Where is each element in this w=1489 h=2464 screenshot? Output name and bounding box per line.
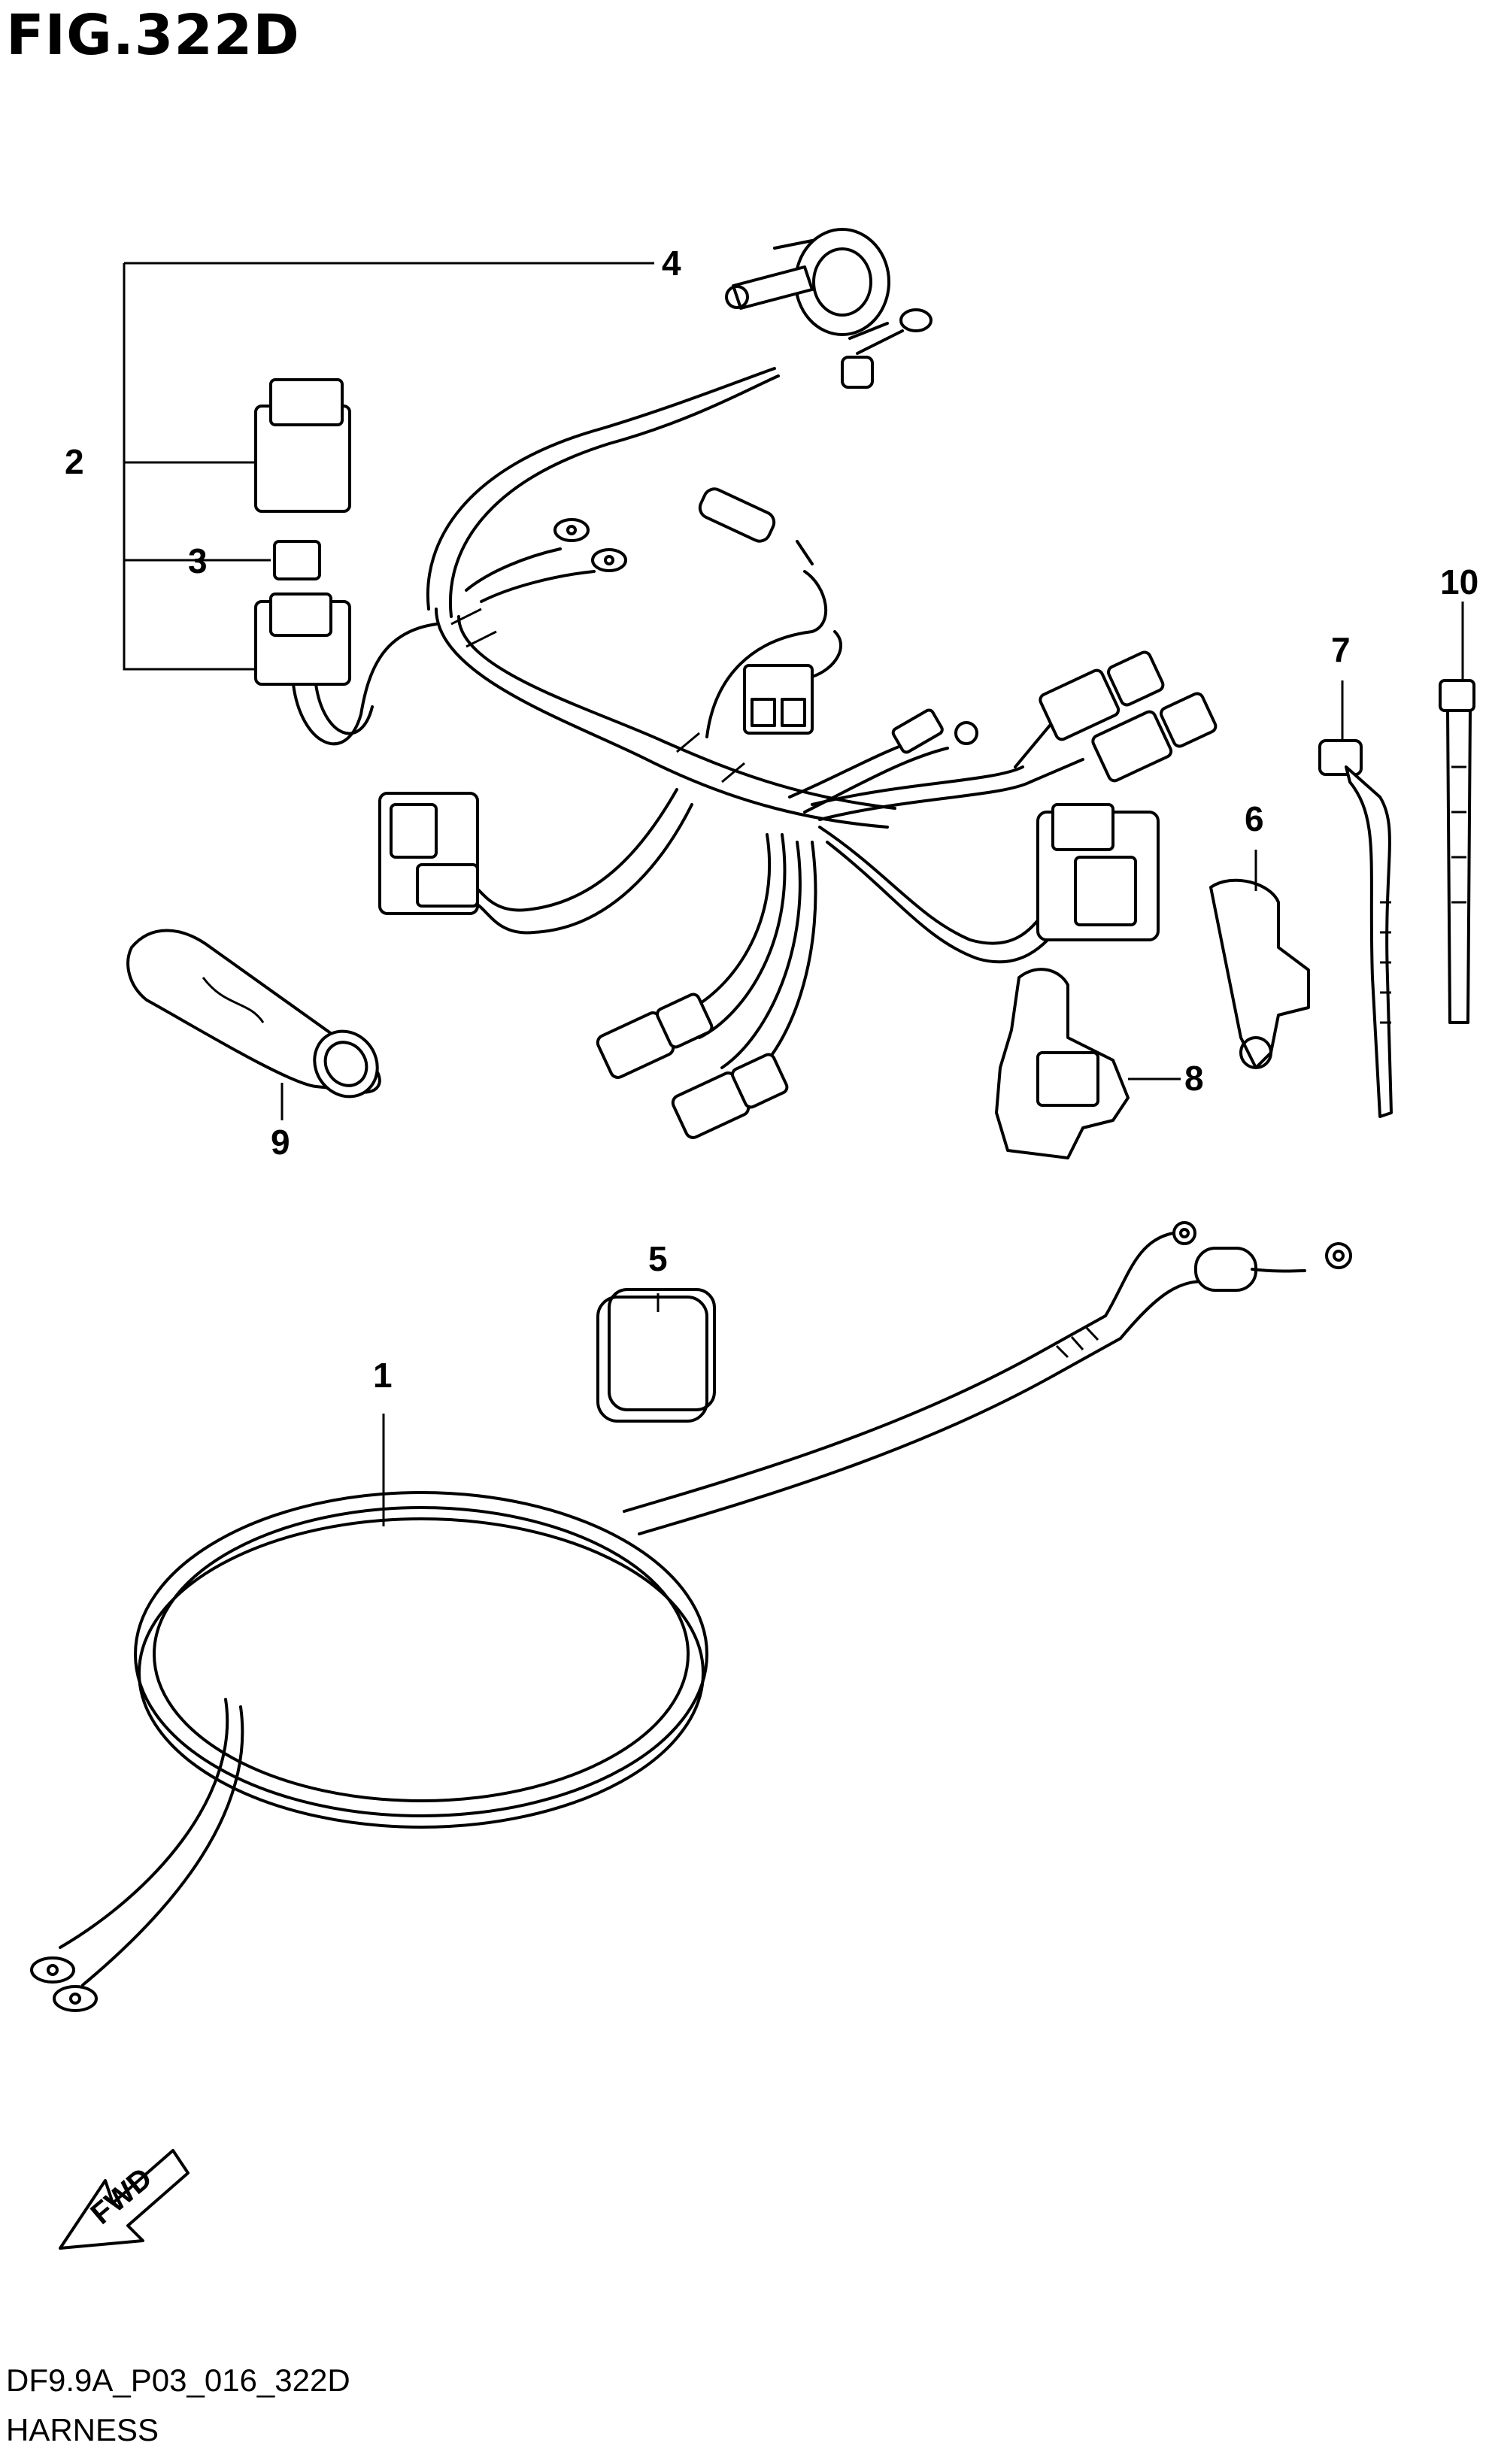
callout-8: 8 xyxy=(1184,1059,1204,1098)
callout-9: 9 xyxy=(271,1123,290,1162)
fwd-arrow-icon: FWD xyxy=(59,2149,190,2250)
part-6-clamp xyxy=(1209,878,1310,1069)
part-2-relay-group xyxy=(123,262,654,746)
callout-1: 1 xyxy=(373,1356,393,1395)
callout-6: 6 xyxy=(1245,799,1264,838)
part-1-main-harness xyxy=(30,1221,1352,2012)
part-7-cable-tie xyxy=(1318,739,1393,1118)
callout-7: 7 xyxy=(1331,630,1351,669)
part-8-holder xyxy=(995,968,1130,1159)
figure-name: HARNESS xyxy=(6,2412,159,2447)
engine-harness xyxy=(378,308,1218,1139)
callout-4: 4 xyxy=(662,244,681,283)
figure-code: DF9.9A_P03_016_322D xyxy=(6,2362,350,2398)
part-9-tube xyxy=(126,929,381,1099)
callout-10: 10 xyxy=(1440,562,1478,602)
callout-5: 5 xyxy=(648,1239,668,1278)
part-10-cable-tie xyxy=(1439,679,1475,1024)
callout-3: 3 xyxy=(188,541,208,580)
leader-lines xyxy=(281,602,1464,1526)
callout-2: 2 xyxy=(65,442,84,481)
part-5-grommet-pad xyxy=(596,1288,716,1423)
figure-title: FIG.322D xyxy=(6,3,300,68)
part-4-grommet xyxy=(725,228,890,336)
